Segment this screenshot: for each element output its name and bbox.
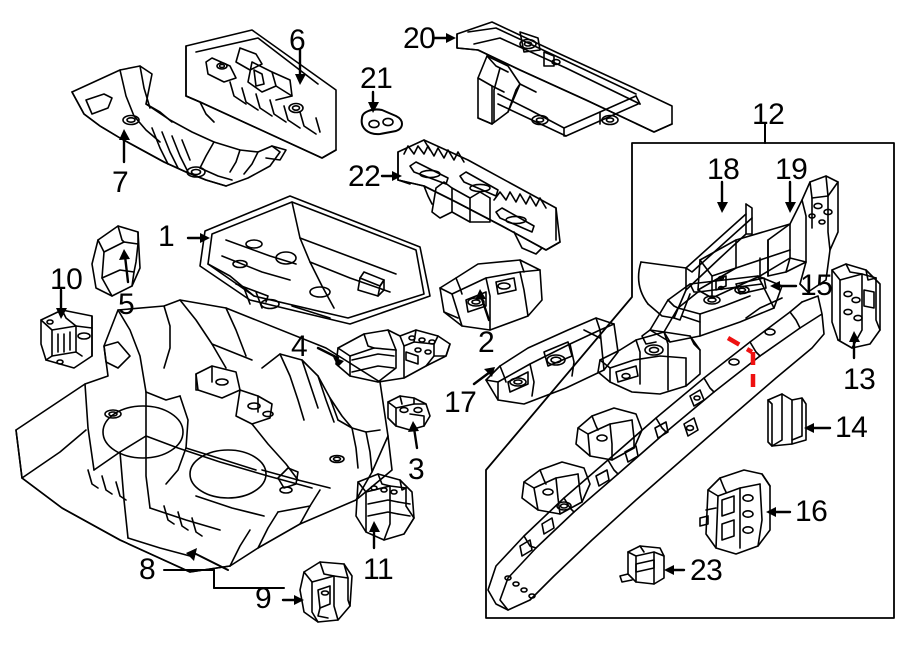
callout-label-7[interactable]: 7	[112, 166, 129, 199]
callout-label-23[interactable]: 23	[690, 554, 723, 587]
callout-label-21[interactable]: 21	[360, 62, 393, 95]
part-23-shape	[619, 545, 665, 585]
highlight-marker	[726, 336, 756, 396]
rail-lower-branch	[521, 407, 643, 515]
callout-label-15[interactable]: 15	[800, 269, 833, 302]
part-15-shape	[641, 275, 783, 345]
callout-label-6[interactable]: 6	[289, 24, 306, 57]
callout-label-18[interactable]: 18	[707, 153, 740, 186]
part-14-shape	[767, 393, 807, 447]
callout-label-9[interactable]: 9	[255, 582, 272, 615]
part-12-box-outline	[485, 142, 895, 619]
callout-label-22[interactable]: 22	[348, 160, 381, 193]
part-3-shape	[387, 395, 431, 431]
part-21-shape	[360, 108, 403, 136]
part-18-shape	[637, 203, 753, 321]
callout-label-1[interactable]: 1	[158, 220, 175, 253]
part-19-shape	[697, 175, 839, 299]
part-16-shape	[699, 469, 771, 555]
callout-label-3[interactable]: 3	[408, 453, 425, 486]
part-6-shape	[185, 29, 337, 159]
part-2-shape	[439, 259, 543, 331]
callout-label-17[interactable]: 17	[444, 386, 477, 419]
callout-label-12[interactable]: 12	[752, 98, 785, 131]
callout-label-13[interactable]: 13	[843, 363, 876, 396]
rail-branch-bracket	[597, 331, 701, 395]
part-11-shape	[355, 473, 415, 541]
callout-label-5[interactable]: 5	[118, 288, 135, 321]
callout-label-4[interactable]: 4	[291, 330, 308, 363]
part-22-shape	[397, 139, 561, 255]
part-4-shape	[335, 329, 451, 383]
part-1-shape	[199, 195, 431, 325]
part-5-shape	[91, 225, 141, 297]
callout-label-19[interactable]: 19	[775, 153, 808, 186]
part-7-shape	[71, 65, 287, 187]
callout-label-14[interactable]: 14	[835, 411, 868, 444]
callout-label-8[interactable]: 8	[139, 553, 156, 586]
callout-label-20[interactable]: 20	[403, 22, 436, 55]
part-20-shape	[456, 21, 673, 137]
part-10-shape	[40, 309, 93, 369]
callout-label-10[interactable]: 10	[50, 263, 83, 296]
callout-label-16[interactable]: 16	[795, 495, 828, 528]
callout-label-2[interactable]: 2	[478, 326, 495, 359]
callout-label-11[interactable]: 11	[363, 553, 394, 586]
part-13-shape	[831, 263, 881, 349]
leader-arrowheads	[56, 33, 860, 605]
